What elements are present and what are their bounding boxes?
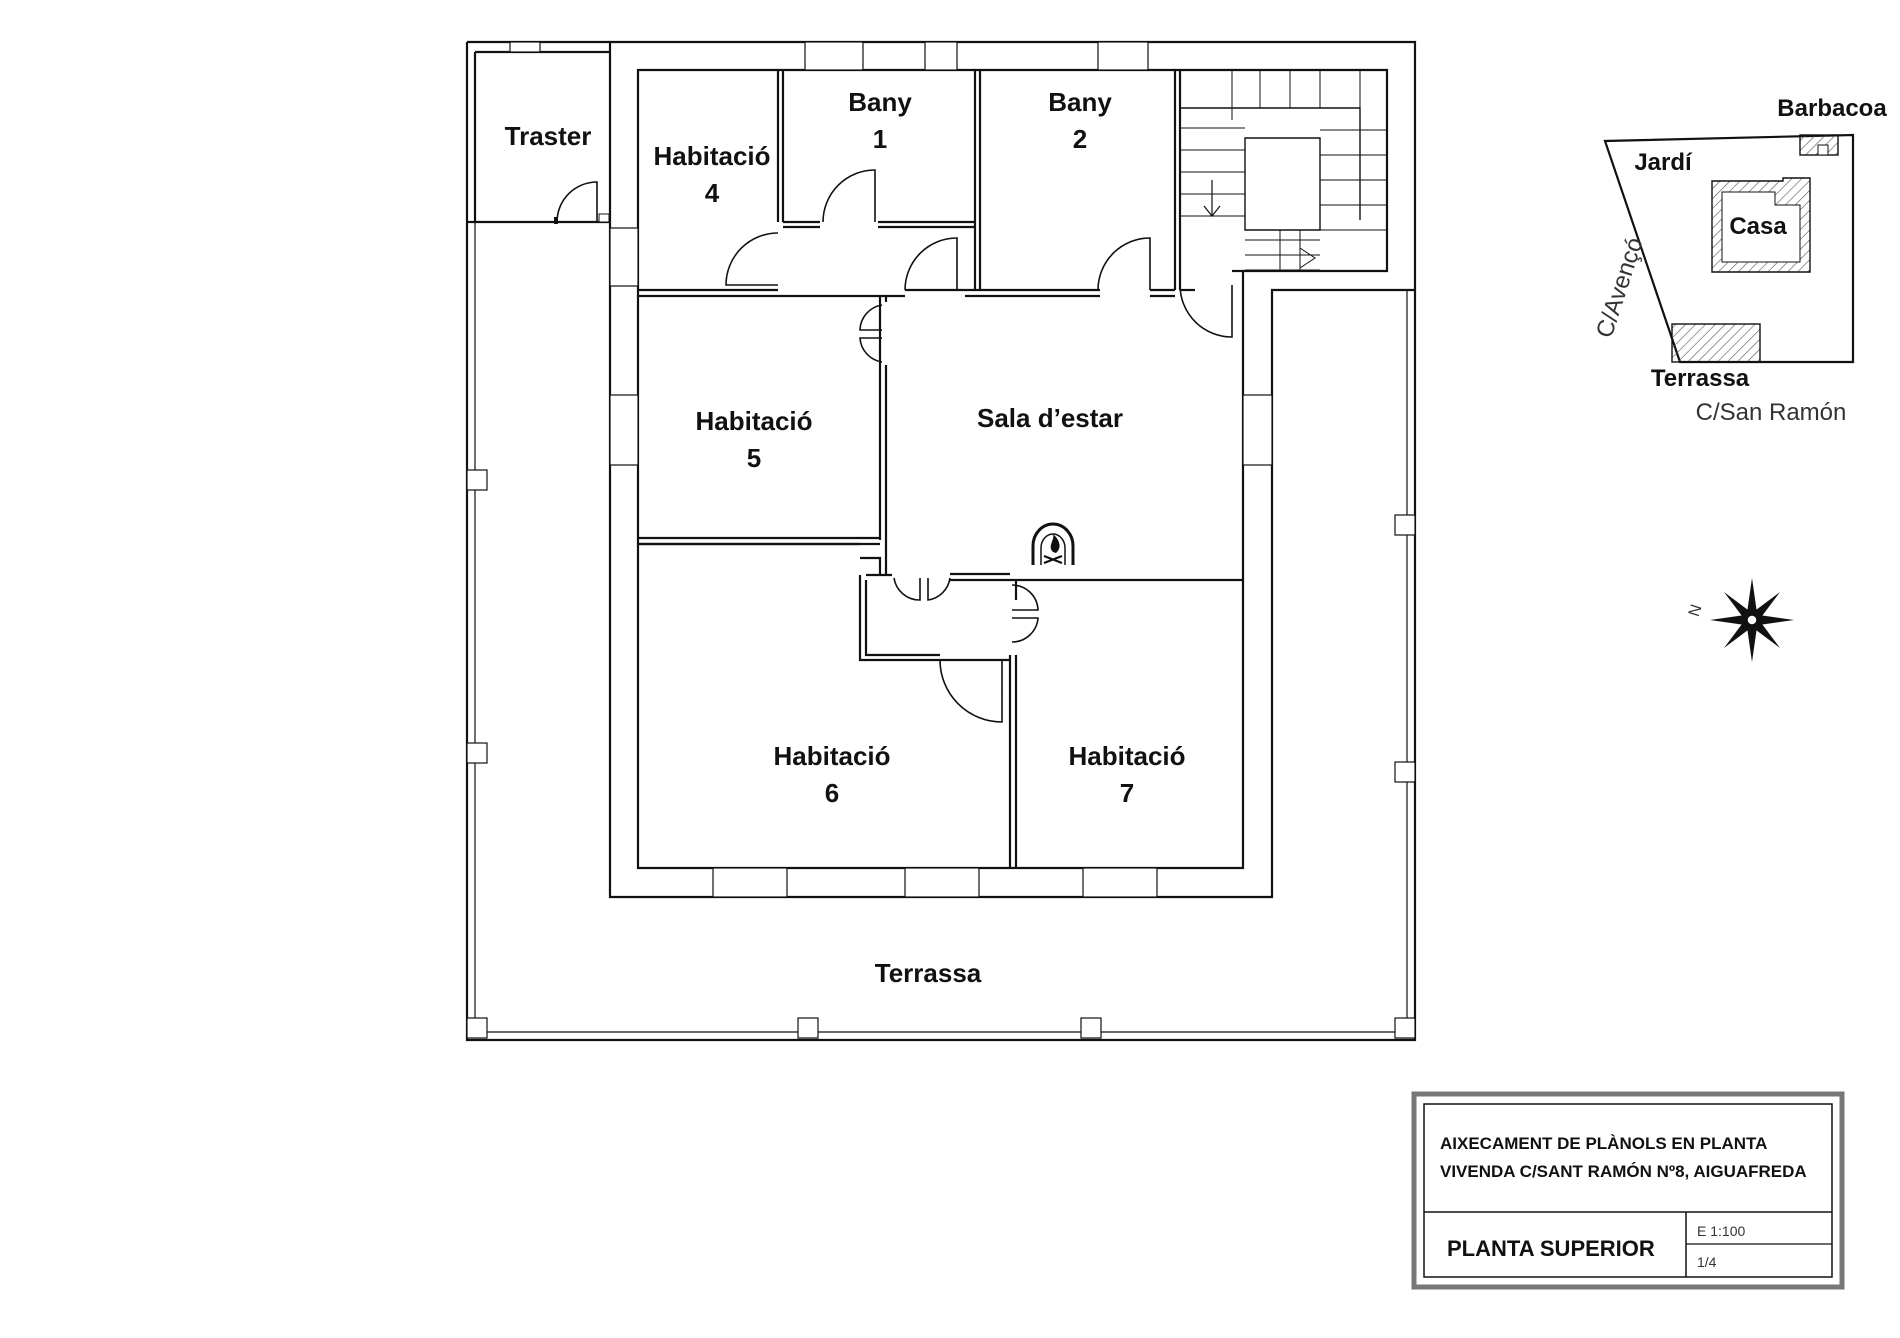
room-label-bany-2-number: 2: [1073, 124, 1087, 154]
site-label-terrassa: Terrassa: [1651, 365, 1750, 392]
site-label-barbacoa: Barbacoa: [1777, 95, 1887, 122]
room-label-bany-2-name: Bany: [1048, 87, 1112, 117]
room-label-habitacio-5-name: Habitació: [695, 406, 812, 436]
room-label-habitacio-4-number: 4: [705, 178, 720, 208]
north-label: N: [1686, 602, 1706, 618]
site-label-carrer-avenc: C/Avençó: [1591, 234, 1649, 341]
title-line-2: VIVENDA C/SANT RAMÓN Nº8, AIGUAFREDA: [1440, 1162, 1807, 1181]
site-plan: Barbacoa Jardí Casa C/Avençó Terrassa C/…: [1591, 95, 1887, 426]
room-label-habitacio-6-number: 6: [825, 778, 839, 808]
site-label-casa: Casa: [1729, 213, 1787, 240]
room-label-habitacio-4-name: Habitació: [653, 141, 770, 171]
scale-label: E 1:100: [1697, 1223, 1745, 1239]
room-label-habitacio-5-number: 5: [747, 443, 761, 473]
room-label-traster: Traster: [505, 121, 592, 151]
room-label-sala-destar: Sala d’estar: [977, 403, 1123, 433]
room-label-bany-1-name: Bany: [848, 87, 912, 117]
title-line-1: AIXECAMENT DE PLÀNOLS EN PLANTA: [1440, 1134, 1767, 1153]
room-label-habitacio-7-name: Habitació: [1068, 741, 1185, 771]
site-label-jardi: Jardí: [1634, 149, 1693, 176]
house-walls: [608, 40, 1417, 899]
room-label-terrassa: Terrassa: [875, 958, 982, 988]
floor-plan: Traster Habitació 4 Bany 1 Bany 2 Habita…: [465, 40, 1417, 1042]
staircase: [1180, 70, 1387, 271]
north-arrow-icon: [1710, 578, 1794, 662]
room-label-habitacio-7-number: 7: [1120, 778, 1134, 808]
room-label-bany-1-number: 1: [873, 124, 887, 154]
title-block: AIXECAMENT DE PLÀNOLS EN PLANTA VIVENDA …: [1411, 1091, 1845, 1290]
room-label-habitacio-6-name: Habitació: [773, 741, 890, 771]
doors: [725, 169, 1233, 723]
sheet-title: PLANTA SUPERIOR: [1447, 1236, 1655, 1261]
site-label-carrer-san-ramon: C/San Ramón: [1696, 399, 1847, 426]
sheet-number: 1/4: [1697, 1254, 1717, 1270]
terrace-outline: [465, 42, 1417, 1042]
traster-walls: [467, 40, 610, 224]
fireplace-icon: [1031, 522, 1075, 565]
internal-walls: [638, 70, 1243, 868]
